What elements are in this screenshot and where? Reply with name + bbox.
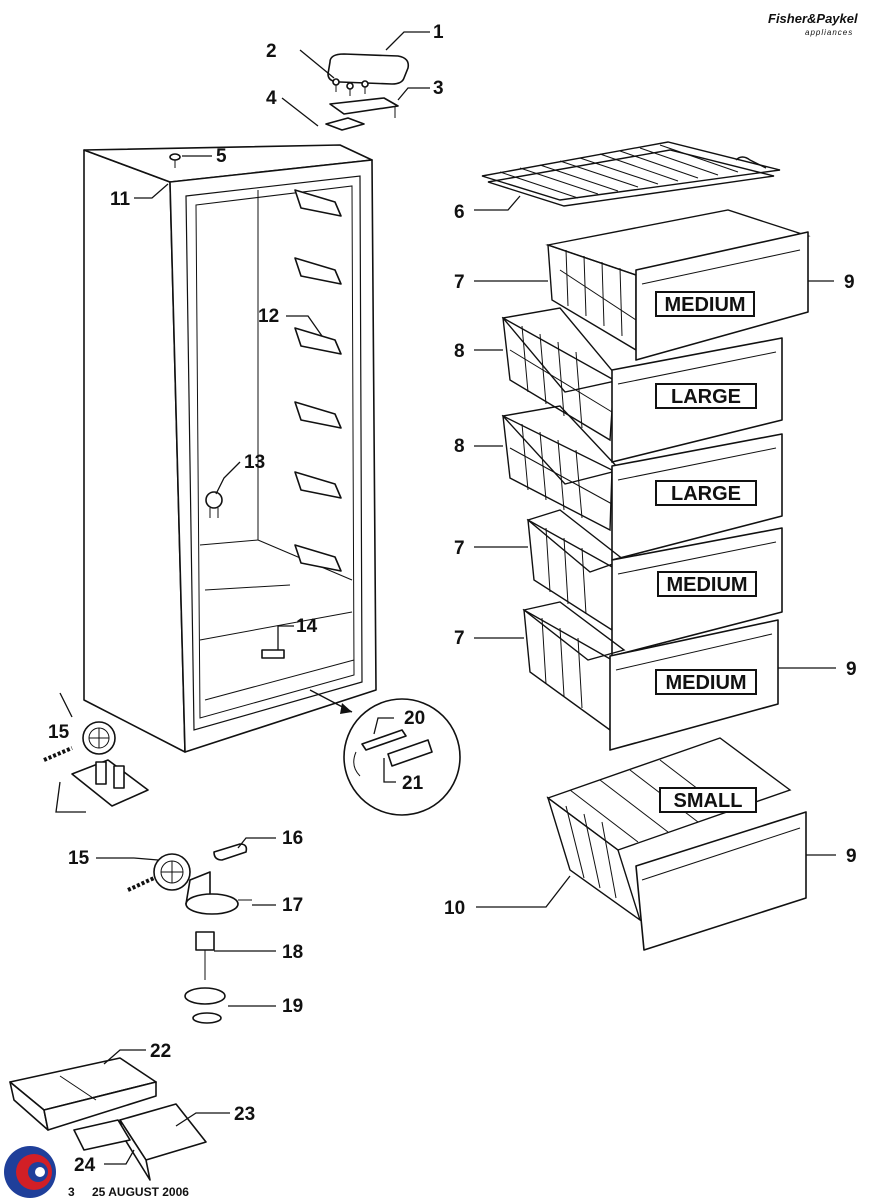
callout-23: 23 bbox=[234, 1104, 255, 1125]
brand-name: Fisher&Paykel bbox=[768, 11, 858, 26]
callout-1: 1 bbox=[433, 22, 444, 43]
callout-2: 2 bbox=[266, 41, 277, 62]
callout-16: 16 bbox=[282, 828, 303, 849]
callout-leader-lines bbox=[55, 31, 836, 1165]
cabinet-body bbox=[83, 144, 377, 753]
callout-9c: 9 bbox=[846, 846, 857, 867]
callout-15a: 15 bbox=[48, 722, 70, 743]
screw-5 bbox=[169, 153, 181, 168]
brand-subtitle: appliances bbox=[805, 28, 853, 37]
callout-9a: 9 bbox=[844, 272, 855, 293]
shelf-support-rails bbox=[294, 189, 342, 572]
detail-magnifier bbox=[309, 689, 461, 816]
basket-label-medium-top: MEDIUM bbox=[655, 291, 755, 317]
basket-label-large-lower: LARGE bbox=[655, 480, 757, 506]
callout-11: 11 bbox=[110, 189, 131, 210]
bottom-hinge-17 bbox=[185, 871, 252, 915]
footer-date: 25 AUGUST 2006 bbox=[92, 1185, 189, 1199]
hinge-pin-16 bbox=[213, 843, 248, 861]
basket-7-top bbox=[545, 209, 811, 361]
ice-scoop-24 bbox=[73, 1119, 131, 1151]
callout-3: 3 bbox=[433, 78, 444, 99]
basket-label-large-upper: LARGE bbox=[655, 383, 757, 409]
basket-label-medium-lower: MEDIUM bbox=[655, 669, 757, 695]
hinge-cover-1 bbox=[327, 53, 410, 85]
thermostat-knob bbox=[205, 491, 223, 518]
callout-4: 4 bbox=[266, 88, 277, 109]
callout-14: 14 bbox=[296, 616, 318, 637]
wire-shelf-6 bbox=[481, 141, 781, 207]
footer-logo bbox=[4, 1146, 56, 1198]
ice-tray-22 bbox=[9, 1057, 157, 1131]
castor-assembly-lower bbox=[127, 853, 191, 892]
callout-18: 18 bbox=[282, 942, 303, 963]
basket-label-text: LARGE bbox=[671, 483, 741, 505]
callout-9b: 9 bbox=[846, 659, 857, 680]
hinge-shim-4 bbox=[325, 117, 365, 131]
leveling-foot-19 bbox=[184, 987, 226, 1024]
drain-plug bbox=[261, 649, 285, 659]
basket-10-small bbox=[546, 737, 807, 951]
callout-6: 6 bbox=[454, 202, 465, 223]
hinge-screws-2 bbox=[332, 78, 369, 96]
basket-label-text: MEDIUM bbox=[666, 574, 747, 596]
castor-assembly-upper bbox=[43, 721, 149, 807]
callout-8b: 8 bbox=[454, 436, 465, 457]
callout-7c: 7 bbox=[454, 628, 465, 649]
bolt-18 bbox=[195, 931, 215, 980]
callout-22: 22 bbox=[150, 1041, 171, 1062]
footer-page-number: 3 bbox=[68, 1185, 75, 1199]
callout-15b: 15 bbox=[68, 848, 90, 869]
callout-7a: 7 bbox=[454, 272, 465, 293]
callout-20: 20 bbox=[404, 708, 425, 729]
basket-label-text: MEDIUM bbox=[665, 672, 746, 694]
top-hinge-3 bbox=[329, 97, 399, 118]
callout-13: 13 bbox=[244, 452, 265, 473]
basket-label-small: SMALL bbox=[659, 787, 757, 813]
callout-5: 5 bbox=[216, 146, 227, 167]
callout-8a: 8 bbox=[454, 341, 465, 362]
callout-10: 10 bbox=[444, 898, 465, 919]
callout-17: 17 bbox=[282, 895, 303, 916]
callout-24: 24 bbox=[74, 1155, 96, 1176]
callout-numbers: 1 2 3 4 5 6 7 7 7 7 8 8 9 9 9 10 11 12 1… bbox=[48, 22, 857, 1176]
callout-12: 12 bbox=[258, 306, 279, 327]
basket-label-medium-middle: MEDIUM bbox=[657, 571, 757, 597]
basket-label-text: LARGE bbox=[671, 386, 741, 408]
callout-7b: 7 bbox=[454, 538, 465, 559]
basket-label-text: MEDIUM bbox=[664, 294, 745, 316]
basket-label-text: SMALL bbox=[674, 790, 743, 812]
callout-21: 21 bbox=[402, 773, 424, 794]
callout-19: 19 bbox=[282, 996, 303, 1017]
